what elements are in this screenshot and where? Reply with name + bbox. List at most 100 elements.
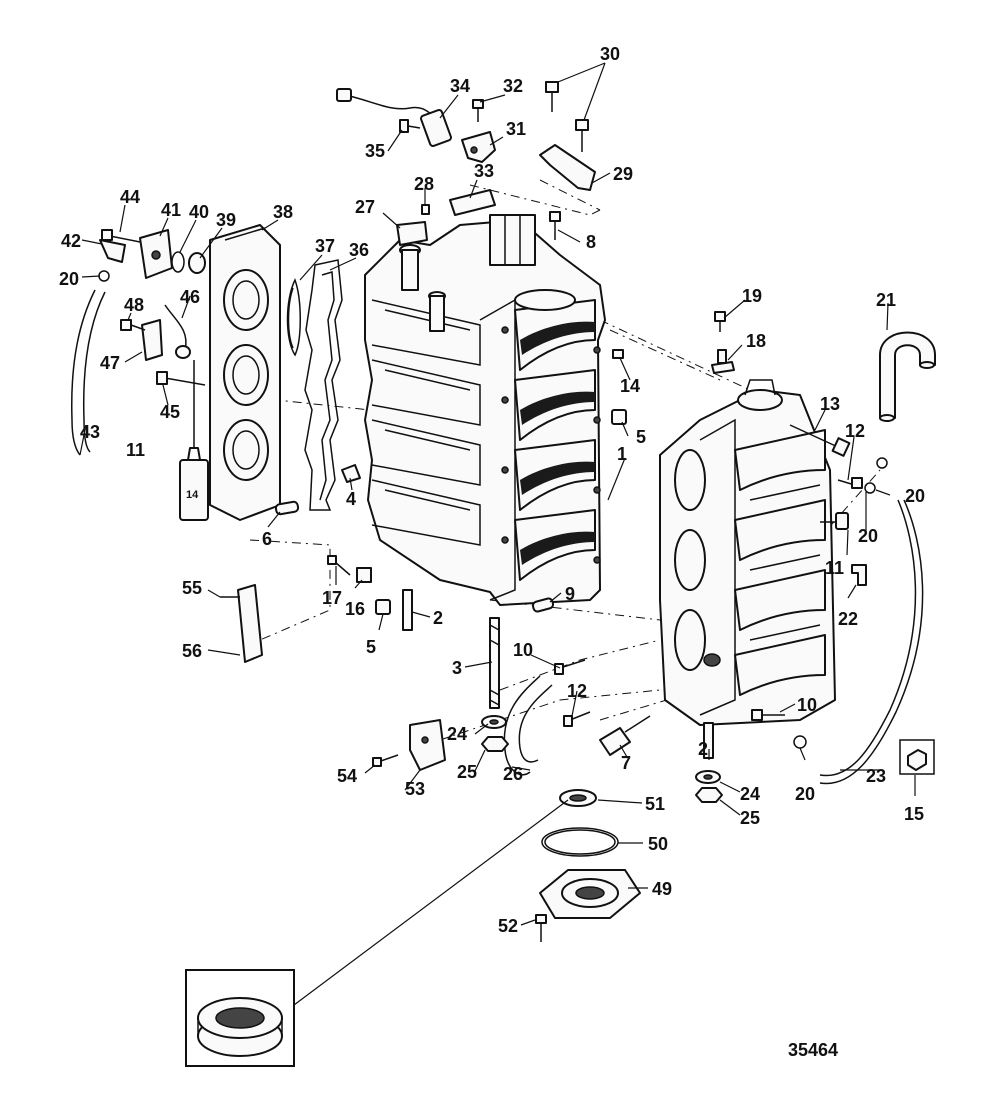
clamp-20-bottom <box>793 735 807 749</box>
thermostat-39 <box>188 252 206 274</box>
callout-28: 28 <box>414 174 434 194</box>
hose-21 <box>879 331 936 422</box>
callout-26: 26 <box>503 764 523 784</box>
o-ring-50 <box>541 827 619 857</box>
washer-24-center <box>481 715 507 729</box>
hose-43 <box>70 289 106 456</box>
leader-lines <box>79 62 916 926</box>
cylinder-block <box>364 214 606 606</box>
plug-5-upper <box>611 409 627 425</box>
cover-41 <box>139 229 173 279</box>
dowel-9 <box>531 597 555 613</box>
bolt-8 <box>549 211 561 240</box>
dowel-6 <box>274 500 300 516</box>
callout-7: 7 <box>621 753 631 773</box>
callout-48: 48 <box>124 295 144 315</box>
elbow-42 <box>99 239 126 263</box>
callout-19: 19 <box>742 286 762 306</box>
valve-7 <box>599 715 651 756</box>
stud-3 <box>489 617 500 709</box>
callout-25b: 25 <box>740 808 760 828</box>
retainer-49 <box>539 869 641 919</box>
clamps-20-right <box>864 457 888 494</box>
callout-24a: 24 <box>447 724 467 744</box>
callout-5a: 5 <box>636 427 646 447</box>
callout-47: 47 <box>100 353 120 373</box>
seal-detail-box <box>185 799 569 1067</box>
callout-50: 50 <box>648 834 668 854</box>
callout-1: 1 <box>617 444 627 464</box>
callout-2b: 2 <box>698 739 708 759</box>
plug-5-lower <box>375 599 391 615</box>
fitting-12-right <box>837 477 863 489</box>
callout-6: 6 <box>262 529 272 549</box>
callout-36: 36 <box>349 240 369 260</box>
sensor-18 <box>711 349 735 374</box>
callout-40: 40 <box>189 202 209 222</box>
callout-55: 55 <box>182 578 202 598</box>
nut-25-right <box>695 787 723 803</box>
callout-11b: 11 <box>825 558 844 578</box>
fitting-16 <box>356 567 372 583</box>
bolt-11-right <box>820 512 849 530</box>
callout-56: 56 <box>182 641 202 661</box>
hose-26 <box>503 675 553 776</box>
callout-21: 21 <box>876 290 896 310</box>
hose-23 <box>819 499 924 785</box>
bolt-32 <box>472 99 484 122</box>
callout-5b: 5 <box>366 637 376 657</box>
o-ring-37 <box>286 278 301 357</box>
screw-52 <box>535 914 547 942</box>
callout-3: 3 <box>452 658 462 678</box>
callout-39: 39 <box>216 210 236 230</box>
callout-32: 32 <box>503 76 523 96</box>
callout-15: 15 <box>904 804 924 824</box>
washer-24-right <box>695 770 721 784</box>
sensor-46 <box>164 304 191 359</box>
bolts-30 <box>545 81 589 152</box>
screw-35 <box>399 119 421 133</box>
fitting-12-center <box>563 711 591 727</box>
o-ring-40 <box>171 251 185 273</box>
crankcase-cover <box>659 379 836 726</box>
bracket-47 <box>141 319 163 361</box>
callout-14: 14 <box>620 376 640 396</box>
stud-2-left <box>402 589 413 631</box>
screw-54 <box>372 754 399 767</box>
callout-27: 27 <box>355 197 375 217</box>
callout-4: 4 <box>346 489 356 509</box>
callout-43: 43 <box>80 422 100 442</box>
bracket-53 <box>409 719 446 771</box>
bolt-45 <box>156 371 206 386</box>
fitting-4 <box>341 464 361 483</box>
callout-30: 30 <box>600 44 620 64</box>
plate-33 <box>449 189 496 216</box>
callout-22: 22 <box>838 609 858 629</box>
anode-56 <box>220 584 263 663</box>
callout-49: 49 <box>652 879 672 899</box>
callout-46: 46 <box>180 287 200 307</box>
callout-10a: 10 <box>513 640 533 660</box>
callout-38: 38 <box>273 202 293 222</box>
cylinder-head <box>209 224 281 521</box>
callout-20c: 20 <box>858 526 878 546</box>
callout-54: 54 <box>337 766 357 786</box>
screw-48 <box>120 319 146 331</box>
callout-11a: 11 <box>126 440 145 460</box>
bolt-13 <box>789 424 851 457</box>
callout-13: 13 <box>820 394 840 414</box>
tube-label: 14 <box>186 489 199 501</box>
seal-51 <box>559 789 597 807</box>
fitting-14 <box>612 349 624 359</box>
callout-35: 35 <box>365 141 385 161</box>
nut-25-center <box>481 736 509 752</box>
bracket-29 <box>539 144 596 191</box>
callout-25a: 25 <box>457 762 477 782</box>
sensor-27 <box>396 204 430 246</box>
callout-52: 52 <box>498 916 518 936</box>
callout-12b: 12 <box>567 681 587 701</box>
callout-33: 33 <box>474 161 494 181</box>
figure-id: 35464 <box>788 1040 838 1060</box>
bracket-31 <box>461 131 496 163</box>
